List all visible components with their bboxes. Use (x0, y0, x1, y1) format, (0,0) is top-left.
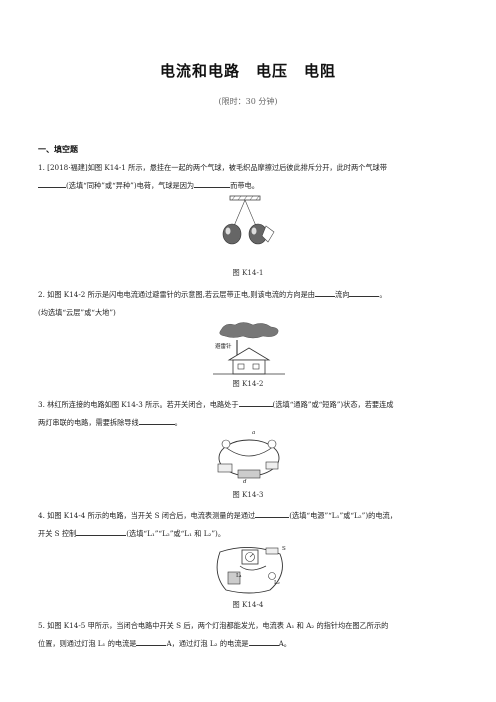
question-2-line-1: 2. 如图 K14-2 所示是闪电电流通过避雷针的示意图,若云层带正电,则该电流… (38, 288, 387, 299)
figure-caption: 图 K14-4 (232, 600, 264, 609)
answer-blank[interactable] (76, 527, 127, 536)
switch-label-s: S (282, 546, 286, 552)
question-3-line-2: 两灯串联的电路，需要拆除导线。 (38, 416, 182, 427)
answer-blank[interactable] (255, 509, 290, 518)
question-3-line-1: 3. 林红所连接的电路如图 K14-3 所示。若开关闭合，电路处于(选填“通路”… (38, 398, 394, 409)
figure-caption: 图 K14-3 (232, 490, 264, 499)
question-4: 4. 如图 K14-4 所示的电路，当开关 S 闭合后，电流表测量的是通过(选填… (38, 507, 463, 543)
figure-caption: 图 K14-1 (232, 268, 264, 277)
answer-blank[interactable] (38, 179, 66, 188)
figure-k14-3-circuit (217, 439, 280, 479)
answer-blank[interactable] (349, 288, 380, 297)
wire-label-a: a (252, 430, 256, 436)
question-4-line-1: 4. 如图 K14-4 所示的电路，当开关 S 闭合后，电流表测量的是通过(选填… (38, 509, 397, 520)
question-5-line-1: 5. 如图 K14-5 甲所示，当闭合电路中开关 S 后，两个灯泡都能发光，电流… (38, 621, 389, 630)
wire-label-d: d (243, 479, 247, 485)
answer-blank[interactable] (138, 416, 175, 425)
section-heading: 一、填空题 (38, 145, 78, 154)
question-1: 1. [2018·福建]如图 K14-1 所示，悬挂在一起的两个气球，被毛织品摩… (38, 159, 463, 195)
answer-blank[interactable] (248, 637, 279, 646)
figure-k14-2-lightning-rod (213, 322, 285, 375)
time-limit: (限时：30 分钟) (218, 97, 278, 106)
lamp-label-l1: L₁ (236, 573, 242, 579)
answer-blank[interactable] (136, 637, 167, 646)
answer-blank[interactable] (315, 288, 335, 297)
lightning-rod-label: 避雷针 (215, 344, 232, 350)
question-2: 2. 如图 K14-2 所示是闪电电流通过避雷针的示意图,若云层带正电,则该电流… (38, 286, 463, 322)
answer-blank[interactable] (238, 398, 273, 407)
question-1-line-1: 1. [2018·福建]如图 K14-1 所示，悬挂在一起的两个气球，被毛织品摩… (38, 163, 387, 172)
question-4-line-2: 开关 S 控制(选填“L₁”“L₂”或“L₁ 和 L₂”)。 (38, 527, 226, 538)
page-title: 电流和电路 电压 电阻 (159, 62, 336, 80)
question-1-line-2: (选填“同种”或“异种”)电荷，气球是因为而带电。 (38, 177, 463, 195)
question-2-line-2: (均选填“云层”或“大地”) (38, 308, 116, 317)
answer-blank[interactable] (194, 179, 231, 188)
figure-k14-4-circuit (216, 547, 283, 594)
figure-caption: 图 K14-2 (232, 379, 264, 388)
question-5: 5. 如图 K14-5 甲所示，当闭合电路中开关 S 后，两个灯泡都能发光，电流… (38, 617, 463, 653)
lamp-label-l2: L₂ (274, 580, 280, 586)
question-3: 3. 林红所连接的电路如图 K14-3 所示。若开关闭合，电路处于(选填“通路”… (38, 396, 463, 432)
figure-k14-1-balloons (222, 195, 275, 245)
